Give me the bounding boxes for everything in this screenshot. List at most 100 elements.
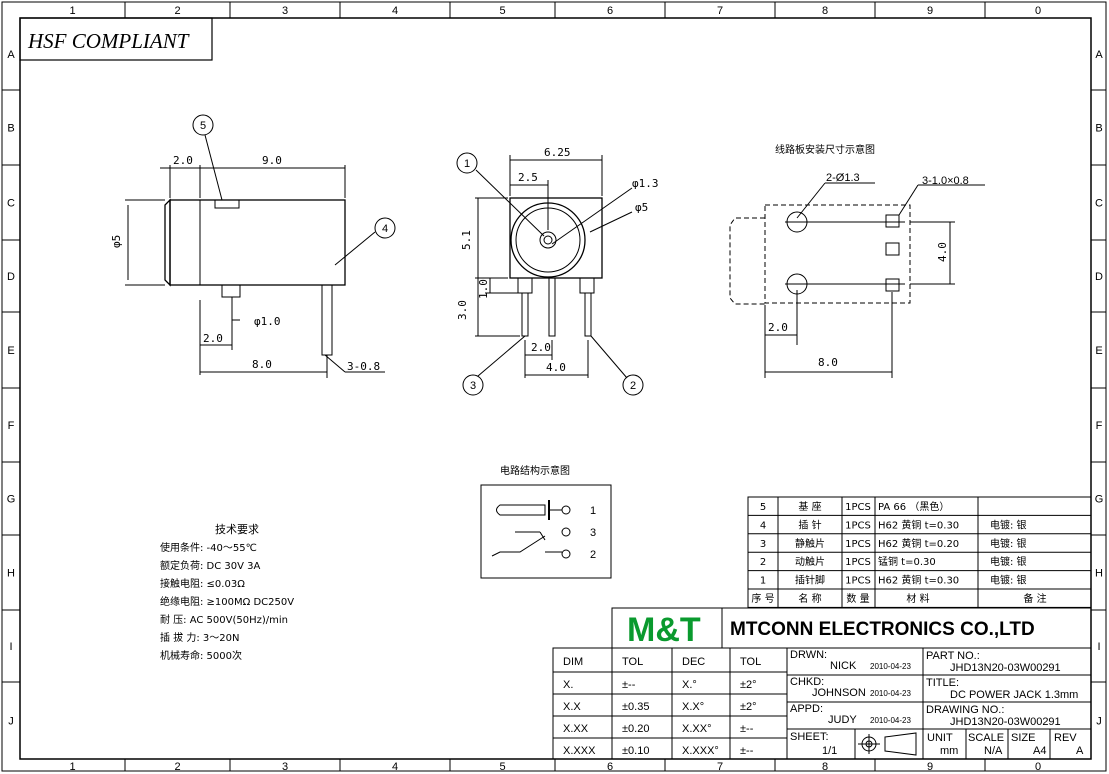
spec-line: 接触电阻: ≤0.03Ω	[160, 577, 245, 590]
bom-cell: 4	[760, 520, 766, 531]
spec-line: 耐 压: AC 500V(50Hz)/min	[160, 613, 288, 626]
col-label-bottom: 1	[69, 761, 75, 773]
pcb-dim-2-phi1-3: 2-Ø1.3	[826, 172, 860, 184]
circuit-pin-1: 1	[590, 505, 596, 517]
col-label-top: 7	[717, 5, 723, 17]
row-label-left: J	[8, 716, 14, 728]
pcb-dim-8-0: 8.0	[818, 356, 838, 369]
tol-header-cell: TOL	[740, 656, 761, 668]
specs-list: 使用条件: -40～55℃ 额定负荷: DC 30V 3A 接触电阻: ≤0.03Ω…	[160, 541, 294, 662]
front-dim-5-1: 5.1	[460, 230, 473, 250]
bom-header-cell: 名 称	[798, 592, 821, 605]
bom-cell: 电镀: 银	[990, 518, 1027, 531]
tol-cell: X.	[563, 679, 573, 691]
tol-cell: X.X	[563, 701, 581, 713]
col-label-top: 2	[174, 5, 180, 17]
col-label-top: 9	[927, 5, 933, 17]
side-dim-8-0: 8.0	[252, 358, 272, 371]
col-label-top: 6	[607, 5, 613, 17]
row-label-left: A	[7, 49, 15, 61]
part-value: JHD13N20-03W00291	[950, 662, 1061, 674]
col-label-top: 1	[69, 5, 75, 17]
drwn-label: DRWN:	[790, 649, 827, 661]
bom-cell: 插 针	[798, 518, 821, 531]
row-label-right: G	[1095, 494, 1104, 506]
side-callout-5: 5	[200, 120, 206, 132]
front-dim-3-0: 3.0	[456, 300, 469, 320]
bom-cell: 基 座	[798, 500, 821, 513]
pcb-view	[729, 182, 985, 378]
side-dim-phi5: φ5	[110, 235, 123, 248]
chkd-date: 2010-04-23	[870, 689, 911, 698]
row-label-left: C	[7, 198, 15, 210]
front-dim-6-25: 6.25	[544, 146, 571, 159]
size-value: A4	[1033, 745, 1046, 757]
bom-cell: 2	[760, 557, 766, 568]
bom-cell: 锰铜 t=0.30	[878, 555, 936, 568]
circuit-title: 电路结构示意图	[500, 464, 570, 477]
bom-cell: 1PCS	[845, 557, 871, 568]
front-dim-2-0: 2.0	[531, 341, 551, 354]
tol-header-cell: TOL	[622, 656, 643, 668]
drwn-name: NICK	[830, 660, 857, 672]
tol-cell: ±2°	[740, 679, 757, 691]
spec-line: 机械寿命: 5000次	[160, 649, 242, 662]
front-dim-1-0: 1.0	[477, 279, 490, 299]
bom-cell: 1PCS	[845, 502, 871, 513]
tol-cell: ±--	[740, 745, 754, 757]
bom-cell: 电镀: 银	[990, 537, 1027, 550]
row-label-left: E	[7, 345, 14, 357]
col-label-bottom: 8	[822, 761, 828, 773]
bom-cell: 1PCS	[845, 576, 871, 587]
row-label-left: D	[7, 271, 15, 283]
row-label-left: B	[7, 123, 14, 135]
pcb-view-title: 线路板安装尺寸示意图	[775, 143, 875, 156]
tol-header-cell: DEC	[682, 656, 705, 668]
side-dim-2-0-bottom: 2.0	[203, 332, 223, 345]
pcb-dim-2-0: 2.0	[768, 321, 788, 334]
side-view	[125, 114, 396, 378]
front-dim-4-0: 4.0	[546, 361, 566, 374]
col-label-top: 5	[499, 5, 505, 17]
tol-cell: ±--	[740, 723, 754, 735]
side-dim-phi1-0: φ1.0	[254, 315, 281, 328]
pcb-dim-3-1-0x0-8: 3-1.0×0.8	[922, 175, 969, 187]
tol-cell: ±--	[622, 679, 636, 691]
row-label-right: B	[1095, 123, 1102, 135]
rev-label: REV	[1054, 732, 1077, 744]
front-dim-phi5: φ5	[635, 201, 648, 214]
bom-cell: 电镀: 银	[990, 574, 1027, 587]
row-label-right: C	[1095, 198, 1103, 210]
bom-cell: 5	[760, 502, 766, 513]
bom-header-cell: 备 注	[1023, 592, 1046, 605]
title-value: DC POWER JACK 1.3mm	[950, 689, 1078, 701]
col-label-bottom: 9	[927, 761, 933, 773]
company-name: MTCONN ELECTRONICS CO.,LTD	[730, 619, 1035, 640]
bom-cell: PA 66 （黑色）	[878, 500, 949, 513]
chkd-label: CHKD:	[790, 676, 824, 688]
drawing-label: DRAWING NO.:	[926, 704, 1004, 716]
row-label-right: D	[1095, 271, 1103, 283]
appd-label: APPD:	[790, 703, 823, 715]
unit-value: mm	[940, 745, 958, 757]
col-label-bottom: 4	[392, 761, 398, 773]
unit-label: UNIT	[927, 732, 953, 744]
row-label-right: H	[1095, 568, 1103, 580]
row-label-right: I	[1097, 641, 1100, 653]
col-label-bottom: 6	[607, 761, 613, 773]
side-dim-9-0: 9.0	[262, 154, 282, 167]
front-callout-2: 2	[630, 380, 636, 392]
tol-cell: X.XX°	[682, 723, 711, 735]
spec-line: 额定负荷: DC 30V 3A	[160, 559, 261, 572]
front-dim-2-5: 2.5	[518, 171, 538, 184]
spec-line: 使用条件: -40～55℃	[160, 541, 257, 554]
scale-label: SCALE	[968, 732, 1004, 744]
row-label-left: G	[7, 494, 16, 506]
bom-header-cell: 材 料	[906, 592, 929, 605]
tol-cell: X.X°	[682, 701, 704, 713]
tol-cell: X.°	[682, 679, 697, 691]
bom-cell: H62 黄铜 t=0.30	[878, 518, 959, 531]
